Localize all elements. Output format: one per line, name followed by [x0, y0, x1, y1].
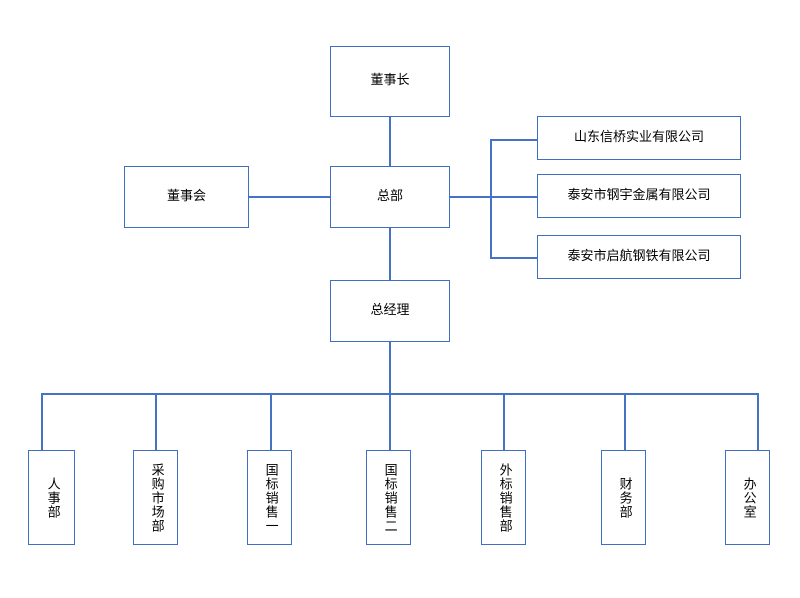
- connector-board-to-headquarters: [249, 196, 331, 198]
- node-board[interactable]: 董事会: [124, 166, 249, 228]
- node-department-1-label: 人事部: [44, 476, 60, 519]
- connector-subsidiary-3: [490, 257, 537, 259]
- node-subsidiary-2-label: 泰安市钢宇金属有限公司: [567, 187, 711, 203]
- node-board-label: 董事会: [166, 188, 206, 204]
- connector-department-6: [624, 393, 626, 450]
- connector-chairman-to-headquarters: [389, 117, 391, 166]
- node-department-3[interactable]: 国标销售一: [247, 450, 292, 545]
- node-department-7-label: 办公室: [740, 476, 756, 519]
- connector-department-7: [757, 393, 759, 450]
- connector-subsidiary-1: [490, 139, 537, 141]
- node-department-4-label: 国标销售二: [381, 462, 397, 533]
- connector-department-2: [155, 393, 157, 450]
- connector-department-bus: [41, 393, 758, 395]
- connector-general-manager-down: [389, 342, 391, 394]
- node-department-3-label: 国标销售一: [262, 462, 278, 533]
- connector-department-5: [503, 393, 505, 450]
- node-general-manager[interactable]: 总经理: [330, 280, 450, 342]
- node-department-5[interactable]: 外标销售部: [481, 450, 526, 545]
- node-department-4[interactable]: 国标销售二: [366, 450, 411, 545]
- node-chairman[interactable]: 董事长: [330, 46, 450, 117]
- node-headquarters-label: 总部: [376, 188, 403, 204]
- connector-headquarters-to-subsidiary-bus: [449, 196, 491, 198]
- node-chairman-label: 董事长: [370, 73, 410, 89]
- node-department-7[interactable]: 办公室: [725, 450, 770, 545]
- node-general-manager-label: 总经理: [370, 302, 410, 318]
- node-department-5-label: 外标销售部: [496, 462, 512, 533]
- node-subsidiary-2[interactable]: 泰安市钢宇金属有限公司: [537, 174, 741, 218]
- connector-subsidiary-2: [490, 196, 537, 198]
- node-department-6[interactable]: 财务部: [601, 450, 646, 545]
- node-department-6-label: 财务部: [616, 476, 632, 519]
- node-subsidiary-1[interactable]: 山东信桥实业有限公司: [537, 116, 741, 160]
- connector-headquarters-to-general-manager: [389, 228, 391, 280]
- node-department-2[interactable]: 采购市场部: [133, 450, 178, 545]
- connector-department-3: [270, 393, 272, 450]
- connector-department-4: [389, 393, 391, 450]
- node-subsidiary-3-label: 泰安市启航钢铁有限公司: [567, 248, 711, 264]
- node-department-2-label: 采购市场部: [148, 462, 164, 533]
- node-subsidiary-3[interactable]: 泰安市启航钢铁有限公司: [537, 235, 741, 279]
- connector-subsidiary-bus: [490, 139, 492, 258]
- node-department-1[interactable]: 人事部: [28, 450, 75, 545]
- node-headquarters[interactable]: 总部: [330, 166, 450, 228]
- connector-department-1: [41, 393, 43, 450]
- node-subsidiary-1-label: 山东信桥实业有限公司: [573, 129, 704, 145]
